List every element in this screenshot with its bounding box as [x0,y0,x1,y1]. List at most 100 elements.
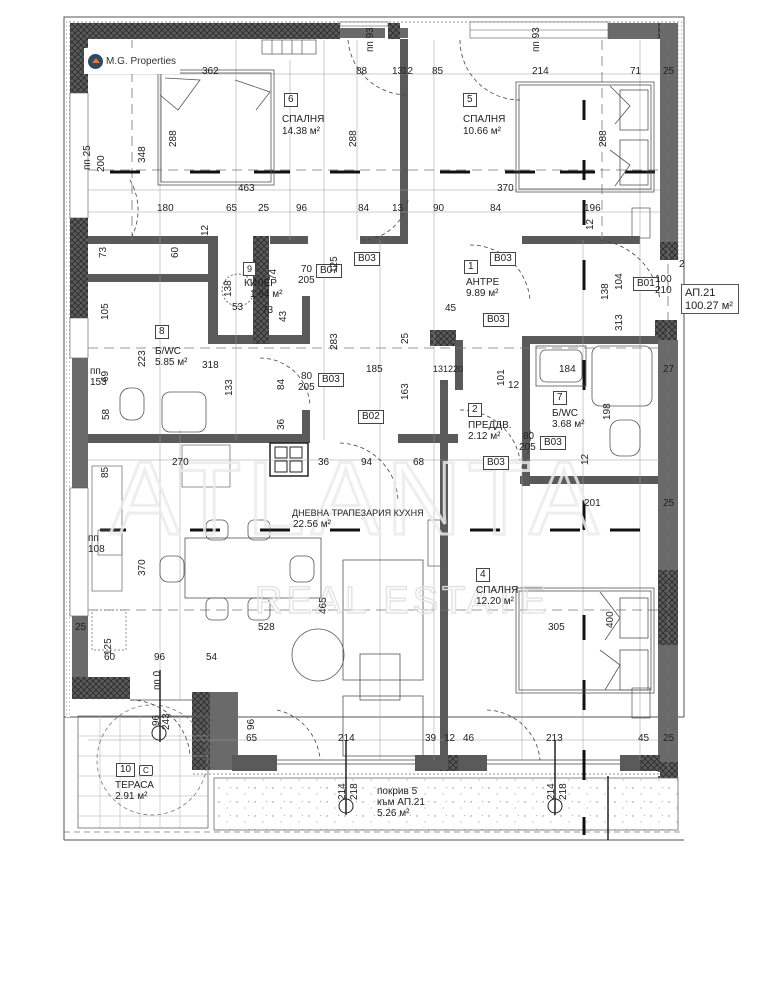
dim-25b-v: 25 [400,332,411,344]
dim-138: 138 [600,283,611,300]
roof-area: 5.26 м² [377,808,410,819]
room-area-4: 12.20 м² [476,596,515,607]
door-b07-height: 205 [298,275,315,286]
dim-25e: 25 [663,733,675,744]
apartment-id: АП.21 [685,287,716,299]
room-area-6: 14.38 м² [282,126,321,137]
dim-200: 200 [96,155,107,172]
dim-65: 65 [246,733,258,744]
dim-180: 180 [157,203,174,214]
dim-96: 96 [296,203,308,214]
room-number-5: 5 [463,93,477,107]
dim-pp0: пп 0 [152,670,163,690]
dim-12d: 12 [508,380,520,391]
room-name-2: ПРЕДДВ. [468,420,512,431]
dim-214c: 214 [546,783,557,800]
dim-348: 348 [137,146,148,163]
door-tag-b02: B02 [358,410,384,424]
dim-69: 69 [100,370,111,382]
dim-218: 218 [349,783,360,800]
dim-13: 13 [392,66,404,77]
dim-45: 45 [445,303,457,314]
dim-85: 85 [432,66,444,77]
room-name-7: Б/WC [552,408,579,419]
dim-12b: 12 [585,218,596,230]
door-b03-height: 205 [519,442,536,453]
room-area-1: 9.89 м² [466,288,499,299]
dim-184: 184 [559,364,576,375]
room-number-2: 2 [468,403,482,417]
dim-153: 153 [90,377,107,388]
dim-46: 46 [463,733,475,744]
dim-270: 270 [172,457,189,468]
dim-45b: 45 [638,733,650,744]
dim-pp108: пп [88,533,99,544]
room-number-10: 10 [116,763,136,777]
dim-54: 54 [206,652,218,663]
dim-12f: 12 [444,733,456,744]
door-tag-b03: B03 [483,313,509,327]
dim-25b: 25 [258,203,270,214]
room-area-9: 1.64 м² [250,289,283,300]
dim-73k: 73 [262,305,274,316]
dim-163: 163 [400,383,411,400]
dim-185: 185 [366,364,383,375]
room-number-4: 4 [476,568,490,582]
room-number-6: 6 [284,93,298,107]
dim-60b: 60 [104,652,116,663]
house-logo-icon [88,53,103,69]
room-number-8: 8 [155,325,169,339]
dim-288b: 288 [348,130,359,147]
room-number-9: 9 [243,262,257,276]
dim-27: 27 [663,364,675,375]
room-area-5: 10.66 м² [463,126,502,137]
dim-218b: 218 [558,783,569,800]
door-b03-width: 80 [301,371,313,382]
dim-465: 465 [318,597,329,614]
door-b01-width: 100 [655,274,672,285]
dim-370: 370 [497,183,514,194]
dim-84a: 84 [276,378,287,390]
apartment-area: 100.27 м² [685,300,733,312]
dim-85: 85 [100,466,111,478]
room-name-6: СПАЛНЯ [282,114,325,125]
dim-214: 214 [532,66,549,77]
brand-name: M.G. Properties [106,55,177,67]
dim-196: 196 [584,203,601,214]
door-b01-height: 210 [655,285,672,296]
room-tag-10: C [139,765,153,776]
dim-25d: 25 [75,622,87,633]
room-name-10: ТЕРАСА [115,780,154,791]
door-tag-b07: B07 [316,264,342,278]
dim-pp93a: пп 93 [365,27,376,52]
dim-25: 25 [663,66,675,77]
dim-96a: 96 [154,652,166,663]
dim-74: 74 [268,268,279,280]
roof-label-line1: покрив 5 [377,786,418,797]
dim-12e: 12 [580,453,591,465]
room-name-9: КИЛЕР [244,278,277,289]
dim-362: 362 [202,66,219,77]
dim-108: 108 [88,544,105,555]
roof-label-line2: към АП.21 [377,797,425,808]
room-area-2: 2.12 м² [468,431,501,442]
room-name-8: Б/WC [155,346,182,357]
dim-pp153: пп [90,366,101,377]
dim-36b: 36 [318,457,330,468]
dim-370k: 370 [137,559,148,576]
dim-36a: 36 [276,418,287,430]
room-area-7: 3.68 м² [552,419,585,430]
room-name-5: СПАЛНЯ [463,114,506,125]
room-name-3: ДНЕВНА ТРАПЕЗАРИЯ КУХНЯ [292,508,424,518]
room-number-1: 1 [464,260,478,274]
door-tag-b03: B03 [540,436,566,450]
dim-138k: 138 [223,280,234,297]
dim-58: 58 [101,408,112,420]
door-b03-width: 80 [523,431,535,442]
dim-pp-200: пп 25 [82,145,93,170]
dim-73: 73 [98,246,109,258]
dim-198: 198 [602,403,613,420]
dim-288a: 288 [168,130,179,147]
door-tag-b03: B03 [318,373,344,387]
